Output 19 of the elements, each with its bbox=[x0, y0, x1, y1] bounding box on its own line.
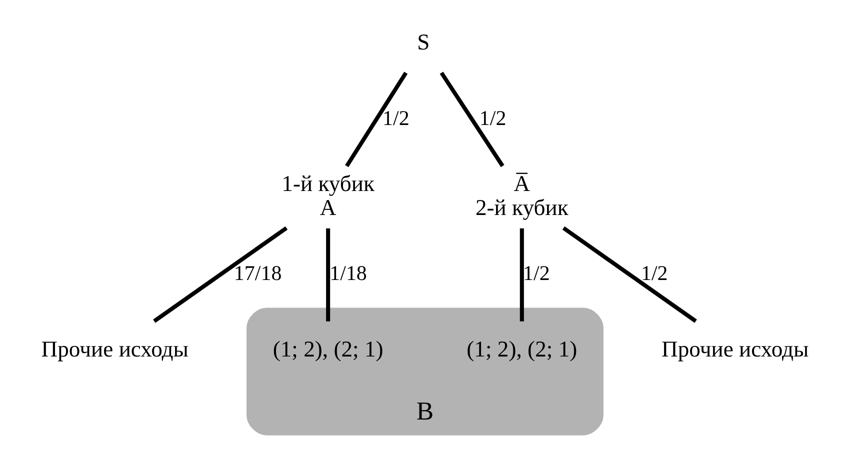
edge-label: 1/2 bbox=[479, 106, 506, 130]
node-text: A̅ 2-й кубик bbox=[475, 170, 568, 220]
node-text: S bbox=[417, 30, 430, 55]
edge-label: 1/2 bbox=[382, 106, 410, 130]
connector bbox=[153, 226, 288, 323]
connector bbox=[440, 72, 504, 168]
connector bbox=[326, 228, 330, 322]
node-text: (1; 2), (2; 1) bbox=[466, 336, 578, 362]
node-text: 1-й кубик A bbox=[282, 170, 375, 220]
connector bbox=[520, 228, 524, 322]
edge-label: 1/2 bbox=[640, 261, 668, 286]
node-text: (1; 2), (2; 1) bbox=[272, 336, 384, 362]
edge-label: 1/18 bbox=[330, 261, 367, 286]
connector bbox=[345, 72, 408, 168]
node-text: Прочие исходы bbox=[41, 336, 188, 362]
edge-label: 1/2 bbox=[523, 261, 550, 286]
node-text: Прочие исходы bbox=[662, 336, 809, 362]
edge-label: 17/18 bbox=[234, 261, 282, 286]
connector bbox=[562, 226, 697, 323]
